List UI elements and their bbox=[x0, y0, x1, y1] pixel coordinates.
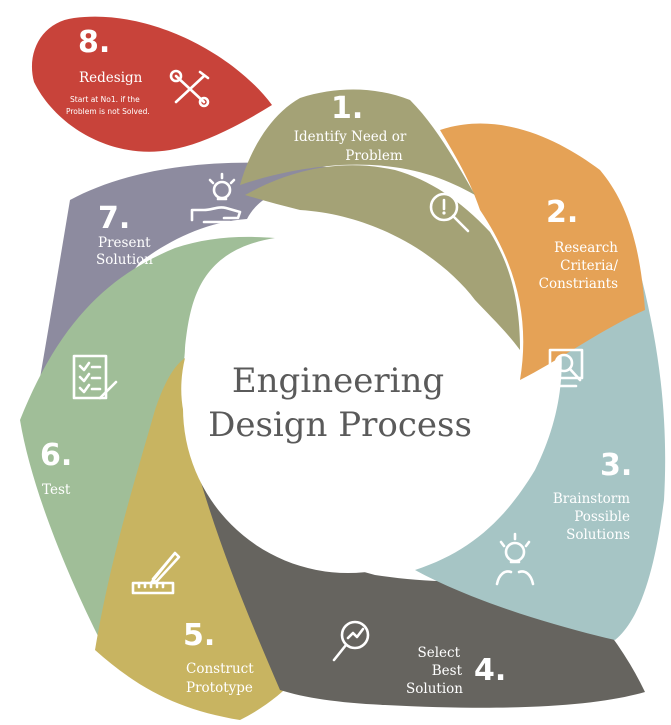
segment-select-best-solution bbox=[195, 462, 645, 708]
step5-line1: Construct bbox=[186, 661, 254, 677]
step2-line1: Research bbox=[554, 240, 618, 256]
segment-redesign bbox=[31, 16, 272, 152]
step3-line1: Brainstorm bbox=[553, 491, 630, 507]
step1-line1: Identify Need or bbox=[294, 129, 407, 145]
step4-line2: Best bbox=[432, 663, 463, 679]
step4-line1: Select bbox=[417, 645, 460, 661]
title-line2: Design Process bbox=[208, 405, 472, 445]
step7-number: 7. bbox=[98, 201, 130, 236]
step1-line2: Problem bbox=[345, 148, 403, 164]
segment-present-solution bbox=[40, 162, 372, 378]
step5-line2: Prototype bbox=[186, 680, 253, 696]
magnifier-screen-icon bbox=[548, 348, 584, 388]
step4-number: 4. bbox=[474, 653, 506, 688]
lightbulb-hands-icon bbox=[495, 532, 535, 586]
step6-line1: Test bbox=[42, 482, 71, 498]
wrench-screwdriver-icon bbox=[169, 69, 210, 108]
step1-number: 1. bbox=[331, 91, 363, 126]
checklist-icon bbox=[72, 354, 118, 400]
step3-line2: Possible bbox=[574, 509, 630, 525]
step8-note-line2: Problem is not Solved. bbox=[66, 107, 150, 116]
step6-number: 6. bbox=[40, 438, 72, 473]
step2-number: 2. bbox=[546, 195, 578, 230]
step2-line2: Criteria/ bbox=[560, 258, 618, 274]
step5-number: 5. bbox=[183, 618, 215, 653]
segment-research bbox=[440, 123, 645, 380]
magnifier-chart-icon bbox=[332, 620, 370, 662]
step2-line3: Constriants bbox=[539, 276, 618, 292]
step7-line2: Solution bbox=[96, 252, 153, 268]
magnifier-warning-icon bbox=[429, 192, 470, 233]
step8-number: 8. bbox=[78, 25, 110, 60]
step3-line3: Solutions bbox=[566, 527, 630, 543]
pencil-ruler-icon bbox=[131, 551, 181, 595]
segment-brainstorm bbox=[415, 280, 666, 640]
step4-line3: Solution bbox=[406, 681, 463, 697]
step8-label: Redesign bbox=[79, 70, 143, 86]
lightbulb-hand-icon bbox=[190, 172, 242, 224]
center-circle bbox=[183, 243, 513, 573]
segment-identify-need bbox=[240, 89, 520, 350]
step8-note-line1: Start at No1. if the bbox=[70, 95, 140, 104]
title-line1: Engineering bbox=[232, 361, 444, 401]
step3-number: 3. bbox=[600, 448, 632, 483]
step7-line1: Present bbox=[98, 235, 151, 251]
